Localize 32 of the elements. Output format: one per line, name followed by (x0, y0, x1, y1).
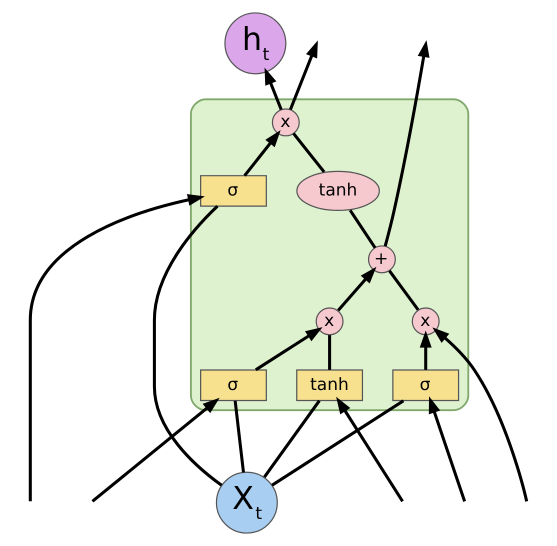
arrow (428, 396, 466, 502)
connector (263, 400, 321, 478)
node-circle: h$_{t}$ (224, 12, 286, 74)
node-ellipse: tanh (296, 170, 380, 211)
node-circle: + (368, 245, 396, 274)
node-box: σ (392, 369, 460, 402)
connector (234, 400, 245, 473)
arrow (289, 40, 318, 110)
connector (328, 335, 332, 370)
node-circle: x (412, 307, 440, 336)
connector (152, 205, 222, 486)
arrow (254, 327, 323, 372)
arrow (264, 68, 283, 110)
node-box: σ (200, 369, 267, 402)
connector (348, 209, 376, 249)
arrow (28, 194, 205, 502)
arrow (420, 330, 432, 370)
connector (388, 270, 420, 311)
cluster (190, 98, 470, 412)
arrow (243, 130, 281, 177)
arrow (92, 398, 220, 503)
arrow (432, 327, 528, 502)
arrow (336, 396, 404, 502)
node-circle: x (316, 307, 344, 336)
connector (271, 400, 404, 486)
connector (292, 132, 326, 173)
node-circle: X$_{t}$ (216, 472, 278, 534)
node-circle: x (272, 108, 300, 136)
node-box: tanh (296, 369, 364, 402)
node-box: σ (200, 175, 267, 207)
arrow (384, 40, 430, 246)
arrow (337, 266, 376, 312)
